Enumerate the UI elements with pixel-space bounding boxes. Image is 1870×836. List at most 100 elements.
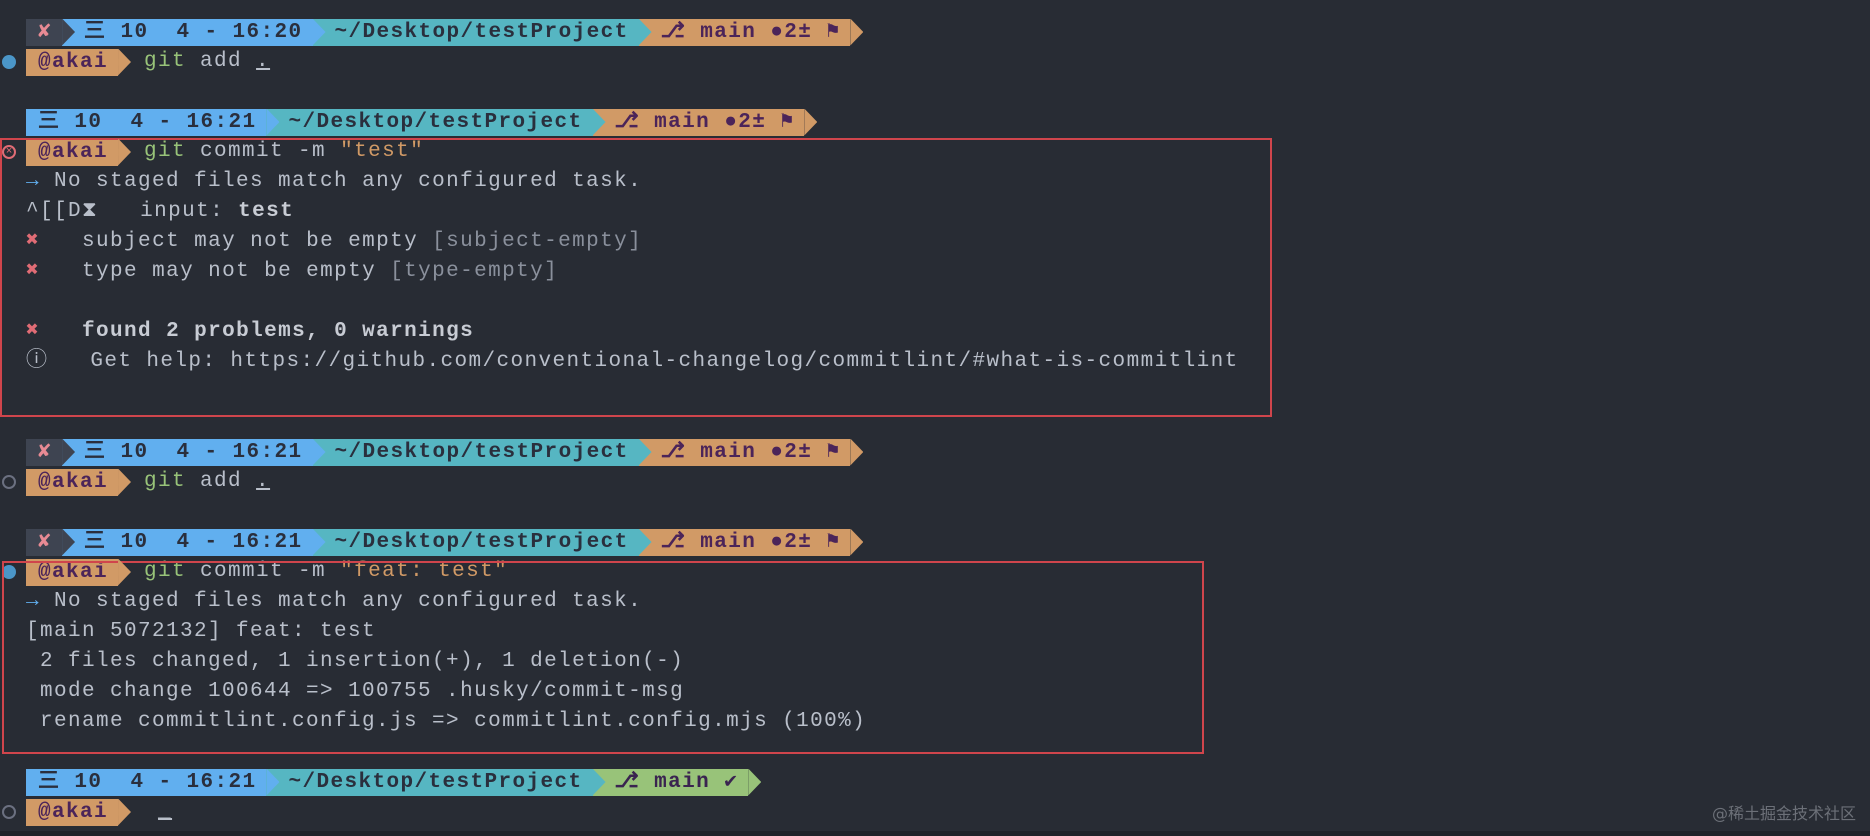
git-branch-icon: ⎇ (614, 770, 641, 794)
branch-name: main (700, 440, 757, 464)
user-segment: @akai (26, 798, 119, 826)
output-text: rename commitlint.config.js => commitlin… (26, 710, 867, 733)
command-text: add (186, 50, 257, 73)
command-arg: "feat: test" (340, 560, 509, 583)
time-segment: 三 10 4 - 16:21 (26, 768, 267, 796)
user-segment: @akai (26, 468, 119, 496)
user-segment: @akai (26, 558, 119, 586)
git-status: ●2± (724, 110, 767, 134)
command-name: git (144, 470, 187, 493)
branch-name: main (654, 770, 711, 794)
command-line: @akai git commit -m "feat: test" (2, 557, 509, 587)
git-branch-icon: ⎇ (614, 110, 641, 134)
command-line: @akai _ (2, 797, 173, 827)
command-text: add (186, 470, 257, 493)
username: @akai (26, 138, 119, 166)
git-status: ●2± (770, 20, 813, 44)
user-segment: @akai (26, 48, 119, 76)
git-status: ✔ (724, 770, 739, 794)
help-line: ⓘ Get help: https://github.com/conventio… (26, 347, 1239, 377)
flag-icon: ⚑ (826, 440, 841, 464)
command-name: git (144, 560, 187, 583)
branch-name: main (700, 530, 757, 554)
error-x-icon: ✖ (26, 260, 41, 283)
status-fail-icon: ✘ (26, 438, 63, 466)
summary-text: found 2 problems, 0 warnings (40, 320, 475, 343)
command-name: git (144, 140, 187, 163)
command-text (144, 797, 158, 827)
session-number: 10 (74, 110, 103, 134)
cursor: _ (158, 800, 173, 823)
username: @akai (26, 798, 119, 826)
branch-name: main (700, 20, 757, 44)
git-branch-icon: ⎇ (660, 20, 687, 44)
output-line: mode change 100644 => 100755 .husky/comm… (26, 677, 684, 707)
error-text: type may not be empty (40, 260, 391, 283)
error-x-icon: ✖ (26, 320, 41, 343)
flag-icon: ⚑ (780, 110, 795, 134)
flag-icon: ⚑ (826, 530, 841, 554)
output-text: ^[[D⧗ input: (26, 200, 239, 223)
prompt-indicator-icon (2, 805, 16, 819)
arrow-icon: → (26, 170, 41, 193)
command-line: @akai git add . (2, 467, 271, 497)
output-text: 2 files changed, 1 insertion(+), 1 delet… (26, 650, 685, 673)
git-segment: ⎇ main ✔ (592, 768, 749, 796)
help-link[interactable]: Get help: https://github.com/conventiona… (48, 350, 1239, 373)
prompt-indicator-icon (2, 475, 16, 489)
output-line: [main 5072132] feat: test (26, 617, 376, 647)
git-branch-icon: ⎇ (660, 530, 687, 554)
prompt-segments: 三 10 4 - 16:21~/Desktop/testProject⎇ mai… (26, 768, 749, 796)
session-number: 10 (120, 440, 149, 464)
cwd-path: ~/Desktop/testProject (312, 438, 639, 466)
menu-icon: 三 (84, 440, 107, 464)
prompt-bar: ✘三 10 4 - 16:21~/Desktop/testProject⎇ ma… (26, 437, 851, 467)
output-line: → No staged files match any configured t… (26, 167, 642, 197)
output-line: ^[[D⧗ input: test (26, 197, 294, 227)
cwd-path: ~/Desktop/testProject (266, 108, 593, 136)
prompt-segments: ✘三 10 4 - 16:20~/Desktop/testProject⎇ ma… (26, 18, 851, 46)
menu-icon: 三 (38, 770, 61, 794)
rule-name: [type-empty] (390, 260, 559, 283)
prompt-indicator-icon (2, 565, 16, 579)
username: @akai (26, 48, 119, 76)
cwd-path: ~/Desktop/testProject (312, 18, 639, 46)
git-segment: ⎇ main ●2± ⚑ (638, 438, 851, 466)
command-arg: . (256, 470, 271, 493)
output-text: No staged files match any configured tas… (40, 170, 643, 193)
status-fail-icon: ✘ (26, 18, 63, 46)
output-line: → No staged files match any configured t… (26, 587, 642, 617)
bottom-edge (0, 831, 1870, 836)
info-icon: ⓘ (26, 350, 49, 373)
prompt-segments: 三 10 4 - 16:21~/Desktop/testProject⎇ mai… (26, 108, 805, 136)
prompt-bar: ✘三 10 4 - 16:21~/Desktop/testProject⎇ ma… (26, 527, 851, 557)
command-text: commit -m (186, 560, 341, 583)
error-x-icon: ✖ (26, 230, 41, 253)
menu-icon: 三 (84, 530, 107, 554)
arrow-icon: → (26, 590, 41, 613)
prompt-bar: 三 10 4 - 16:21~/Desktop/testProject⎇ mai… (26, 107, 805, 137)
username: @akai (26, 558, 119, 586)
output-text: mode change 100644 => 100755 .husky/comm… (26, 680, 685, 703)
git-status: ●2± (770, 440, 813, 464)
output-text: No staged files match any configured tas… (40, 590, 643, 613)
time-segment: 三 10 4 - 16:21 (62, 438, 313, 466)
session-number: 10 (120, 530, 149, 554)
git-segment: ⎇ main ●2± ⚑ (592, 108, 805, 136)
lint-error: ✖ subject may not be empty [subject-empt… (26, 227, 642, 257)
highlight-box-error (0, 138, 1272, 417)
lint-error: ✖ type may not be empty [type-empty] (26, 257, 558, 287)
timestamp: 4 - 16:21 (176, 530, 303, 554)
time-segment: 三 10 4 - 16:21 (62, 528, 313, 556)
timestamp: 4 - 16:21 (130, 770, 257, 794)
output-text: [main 5072132] feat: test (26, 620, 377, 643)
prompt-segments: ✘三 10 4 - 16:21~/Desktop/testProject⎇ ma… (26, 528, 851, 556)
cwd-path: ~/Desktop/testProject (312, 528, 639, 556)
timestamp: 4 - 16:21 (130, 110, 257, 134)
command-arg: . (256, 50, 271, 73)
error-indicator-icon: × (2, 145, 16, 159)
git-segment: ⎇ main ●2± ⚑ (638, 528, 851, 556)
highlight-box-success (2, 561, 1204, 754)
